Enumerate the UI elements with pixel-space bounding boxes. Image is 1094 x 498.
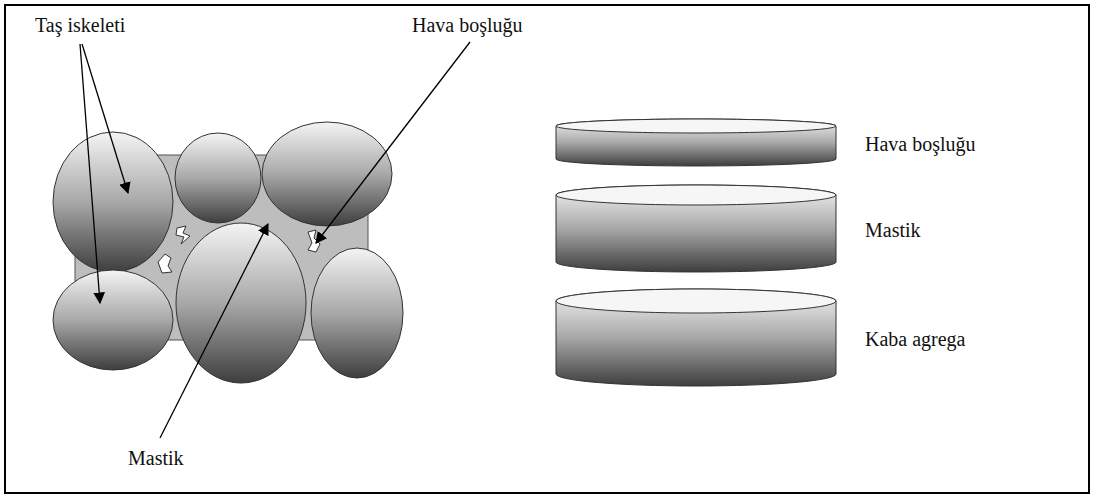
phase-label: Mastik — [865, 218, 921, 242]
air-voids — [158, 226, 320, 273]
leader-arrows — [80, 42, 470, 438]
frame — [5, 5, 1089, 493]
phase-cylinder: Hava boşluğu — [555, 118, 1075, 166]
phase-label: Kaba agrega — [865, 327, 966, 351]
part-label: Mastik — [128, 446, 184, 470]
cylinder-shape — [555, 184, 837, 274]
cylinder-shape — [555, 118, 837, 168]
part-label: Taş iskeleti — [35, 13, 125, 37]
phase-cylinder: Mastik — [555, 184, 1075, 272]
phase-label: Hava boşluğu — [865, 132, 976, 156]
phase-cylinder: Kaba agrega — [555, 288, 1075, 386]
part-label: Hava boşluğu — [412, 13, 523, 37]
cylinder-shape — [555, 288, 837, 388]
stone-skeleton — [53, 122, 403, 383]
